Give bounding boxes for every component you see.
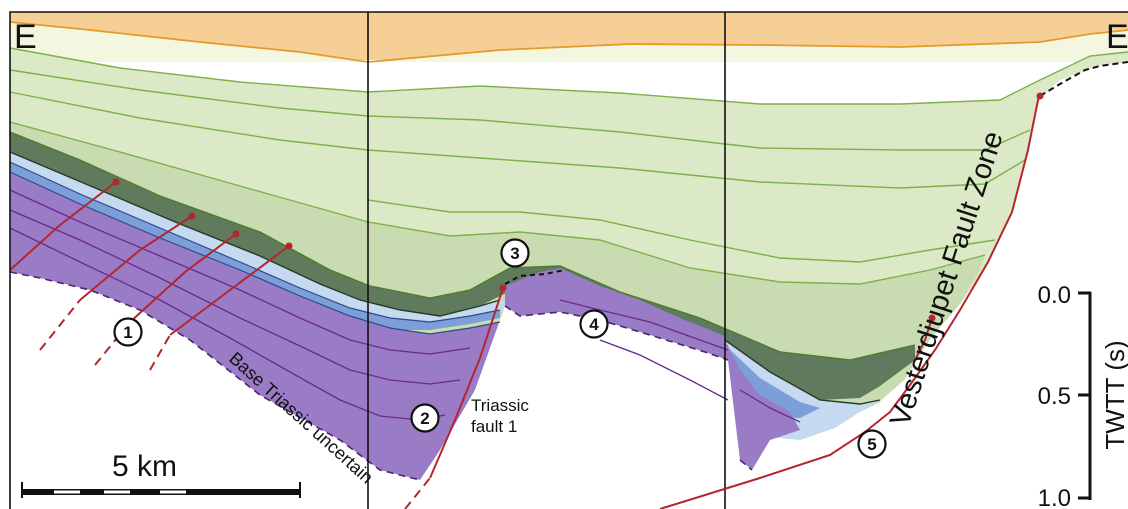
left-end-label: E bbox=[14, 18, 37, 56]
fault-1b bbox=[79, 215, 193, 301]
marker-5: 5 bbox=[857, 429, 887, 459]
horizon-lines bbox=[9, 21, 1128, 423]
marker-4: 4 bbox=[579, 309, 609, 339]
vesterdjupet-fault bbox=[659, 95, 1041, 509]
fault-1c bbox=[129, 233, 237, 323]
fault-tip-dots bbox=[112, 92, 1044, 322]
purple-unit-west bbox=[10, 172, 500, 480]
svg-text:2: 2 bbox=[420, 409, 429, 428]
section-frame bbox=[9, 11, 1128, 509]
dark-green-unit bbox=[10, 132, 915, 400]
crest-dashed-horizon bbox=[504, 269, 566, 285]
scale-bar: 5 km bbox=[21, 450, 301, 498]
small-fault-east bbox=[914, 317, 933, 361]
triassic-fault-label-1: Triassic bbox=[471, 396, 529, 415]
purple-unit-east bbox=[725, 340, 800, 470]
svg-text:4: 4 bbox=[589, 315, 599, 334]
twtt-axis-title: TWTT (s) bbox=[1100, 340, 1128, 449]
section-ties bbox=[367, 12, 726, 509]
marker-1: 1 bbox=[113, 317, 143, 347]
fault-1a bbox=[9, 181, 117, 271]
marker-2: 2 bbox=[410, 403, 440, 433]
scale-bar-label: 5 km bbox=[112, 450, 177, 483]
twtt-axis: 0.0 0.5 1.0 TWTT (s) bbox=[1038, 282, 1128, 509]
svg-text:5: 5 bbox=[867, 435, 876, 454]
stratigraphy-fills bbox=[10, 12, 1128, 480]
top-dashed-horizon bbox=[1039, 61, 1128, 97]
pale-green-unit bbox=[10, 22, 1128, 62]
faults bbox=[9, 95, 1041, 509]
triassic-fault-1 bbox=[429, 287, 504, 479]
marker-3: 3 bbox=[500, 238, 530, 268]
triassic-fault-label-2: fault 1 bbox=[471, 417, 517, 436]
twtt-tick-2: 1.0 bbox=[1038, 485, 1071, 509]
svg-text:3: 3 bbox=[510, 244, 519, 263]
fault-1d bbox=[169, 245, 290, 336]
svg-text:1: 1 bbox=[123, 323, 132, 342]
twtt-tick-1: 0.5 bbox=[1038, 383, 1071, 410]
top-orange-horizon bbox=[9, 21, 1128, 63]
twtt-tick-0: 0.0 bbox=[1038, 282, 1071, 309]
right-end-label: E bbox=[1106, 18, 1128, 56]
